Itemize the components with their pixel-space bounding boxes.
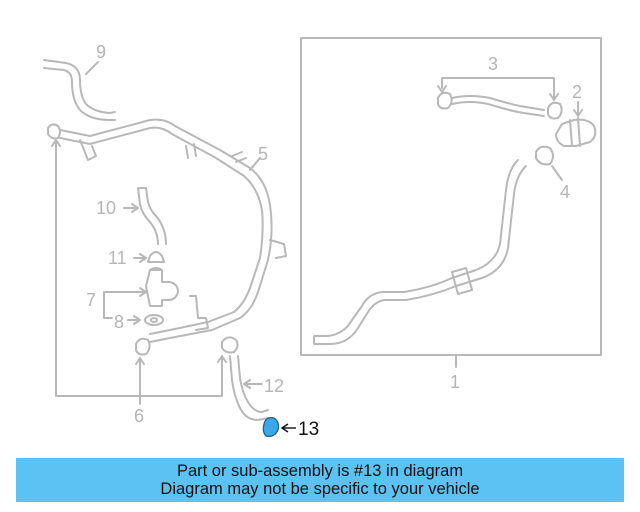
part-3-clamp-right bbox=[547, 101, 563, 120]
callout-4: 4 bbox=[560, 182, 570, 202]
part-4-clamp bbox=[535, 145, 554, 166]
arrow-12 bbox=[243, 379, 251, 389]
callout-10: 10 bbox=[96, 198, 116, 218]
part-3-hose bbox=[451, 95, 545, 117]
leader-7 bbox=[103, 291, 147, 319]
arrow-8 bbox=[133, 315, 141, 325]
banner-line-1: Part or sub-assembly is #13 in diagram bbox=[176, 462, 464, 480]
part-5-pipe bbox=[59, 118, 273, 343]
banner-line-2: Diagram may not be specific to your vehi… bbox=[160, 480, 480, 498]
callout-7: 7 bbox=[86, 290, 96, 310]
clamp-6b bbox=[221, 336, 239, 354]
arrow-11 bbox=[139, 253, 147, 263]
arrow-6b bbox=[217, 355, 227, 363]
part-7-fitting bbox=[145, 267, 179, 307]
arrow-6a bbox=[135, 357, 145, 365]
part-13-highlight bbox=[262, 417, 296, 437]
part-5-clip-c bbox=[231, 151, 247, 163]
info-banner-bg bbox=[16, 458, 624, 502]
part-1-coupler bbox=[451, 267, 473, 295]
arrow-2 bbox=[573, 109, 583, 117]
leader-3 bbox=[441, 77, 555, 101]
part-5-clip-b bbox=[185, 143, 197, 159]
callout-13: 13 bbox=[298, 419, 319, 440]
part-13-clamp bbox=[262, 417, 280, 437]
arrow-3a bbox=[437, 85, 447, 93]
callout-6: 6 bbox=[134, 406, 144, 426]
part-5-lower-bracket bbox=[189, 295, 209, 331]
info-banner: Part or sub-assembly is #13 in diagram D… bbox=[16, 458, 624, 502]
clamp-6a bbox=[135, 337, 151, 356]
callout-3: 3 bbox=[488, 54, 498, 74]
part-2-fitting bbox=[555, 117, 597, 147]
part-11-clamp bbox=[147, 251, 165, 263]
leader-5 bbox=[249, 157, 261, 171]
callout-11: 11 bbox=[108, 248, 127, 268]
leader-4 bbox=[551, 165, 563, 181]
arrow-3b bbox=[549, 93, 559, 101]
subassembly-box bbox=[300, 37, 602, 356]
arrow-13 bbox=[280, 423, 289, 433]
callout-2: 2 bbox=[572, 82, 582, 102]
part-12-hose bbox=[229, 355, 269, 421]
leader-9 bbox=[85, 61, 99, 75]
arrow-7 bbox=[139, 287, 147, 297]
part-8-washer-hole bbox=[150, 317, 158, 323]
callout-8: 8 bbox=[114, 312, 124, 332]
part-10-hose bbox=[137, 187, 167, 245]
callout-9: 9 bbox=[96, 42, 106, 62]
arrow-10 bbox=[131, 203, 139, 213]
callout-5: 5 bbox=[258, 144, 268, 164]
part-5-clip-a bbox=[79, 139, 97, 161]
callout-12: 12 bbox=[264, 376, 284, 396]
part-5-bracket bbox=[269, 239, 287, 259]
part-1-hose bbox=[313, 159, 527, 345]
clamp-left-top bbox=[47, 123, 61, 140]
arrow-6c bbox=[51, 139, 61, 147]
leader-6 bbox=[55, 139, 223, 405]
part-8-washer bbox=[144, 314, 164, 326]
callout-1: 1 bbox=[450, 372, 460, 392]
part-3-clamp-left bbox=[437, 91, 453, 110]
part-9-hose bbox=[43, 59, 116, 121]
